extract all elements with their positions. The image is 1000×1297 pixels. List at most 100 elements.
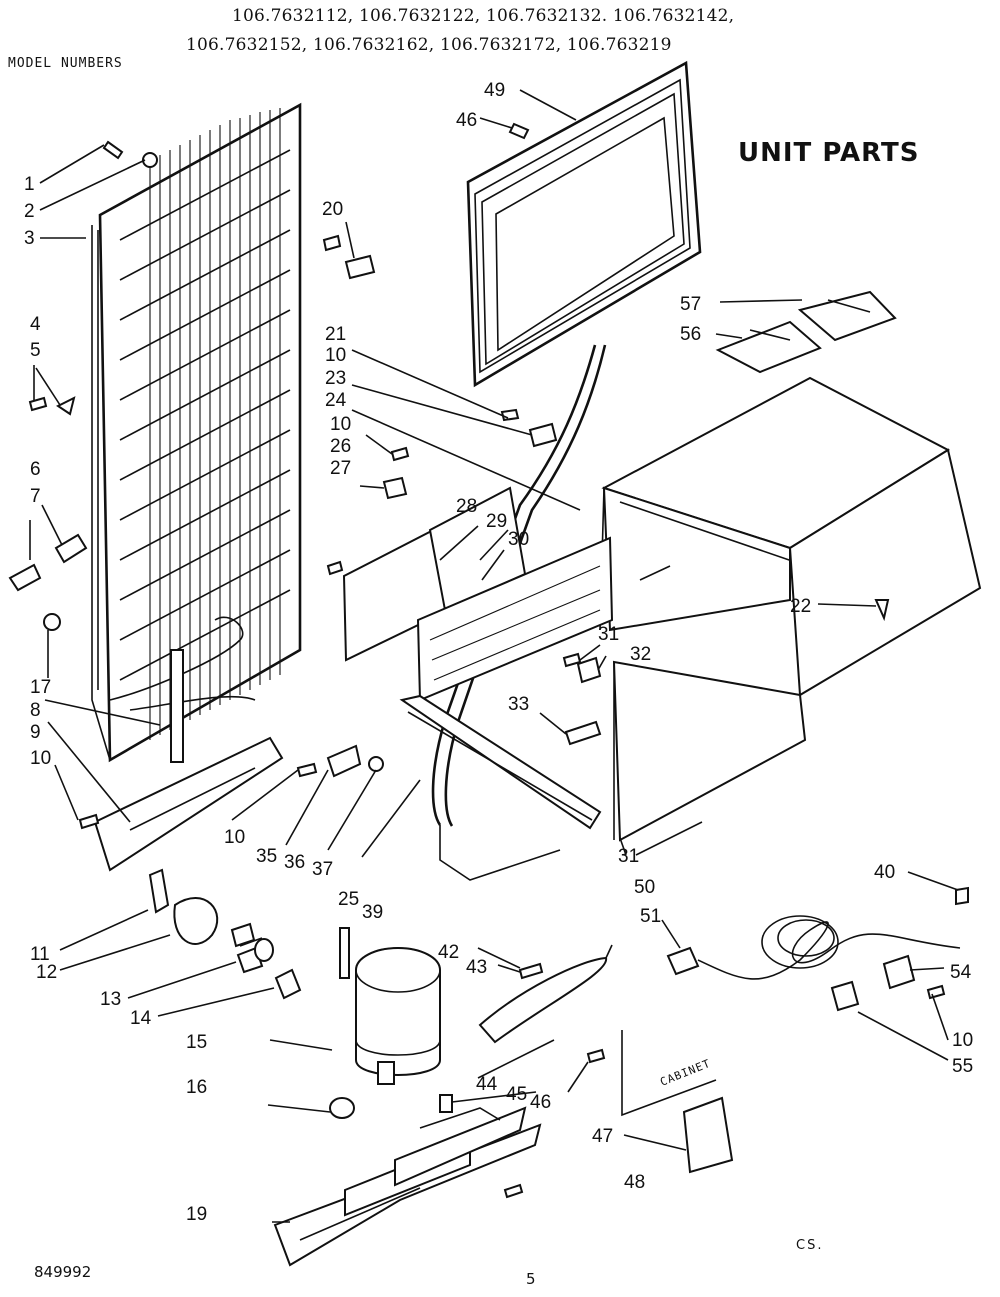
bolt-45 xyxy=(439,1094,453,1113)
callout-57: 57 xyxy=(680,294,701,315)
callout-7: 7 xyxy=(30,486,41,507)
callout-27: 27 xyxy=(330,458,351,479)
callout-33: 33 xyxy=(508,694,529,715)
bracket-24 xyxy=(528,422,558,448)
hinge-cover-56 xyxy=(715,320,822,374)
heater-30 xyxy=(416,486,614,702)
clip-20 xyxy=(344,254,376,280)
screw-29 xyxy=(326,560,344,576)
screw-10b xyxy=(296,762,318,778)
callout-8: 8 xyxy=(30,700,41,721)
callout-30: 30 xyxy=(508,529,529,550)
model-numbers-label: MODEL NUMBERS xyxy=(8,56,123,71)
bracket-32 xyxy=(576,656,602,684)
model-numbers-line-1: 106.7632112, 106.7632122, 106.7632132. 1… xyxy=(232,6,735,26)
callout-16: 16 xyxy=(186,1077,207,1098)
callout-50: 50 xyxy=(634,877,655,898)
bracket-35 xyxy=(326,744,362,778)
bracket-7 xyxy=(54,533,88,564)
callout-39: 39 xyxy=(362,902,383,923)
condenser-coil xyxy=(91,102,302,763)
bracket-6 xyxy=(8,563,42,592)
bracket-54 xyxy=(882,954,916,990)
screw-22 xyxy=(874,599,890,622)
callout-12: 12 xyxy=(36,962,57,983)
callout-56: 56 xyxy=(680,324,701,345)
door-gasket-49 xyxy=(466,60,702,388)
callout-1: 1 xyxy=(24,174,35,195)
screw-26 xyxy=(390,446,410,462)
callout-11: 11 xyxy=(30,944,50,965)
callout-10-a: 10 xyxy=(325,345,346,366)
callout-10-mid: 10 xyxy=(224,827,245,848)
bolt-39 xyxy=(339,927,350,979)
callout-14: 14 xyxy=(130,1008,152,1029)
drier-43 xyxy=(478,944,613,1044)
model-numbers-line-2: 106.7632152, 106.7632162, 106.7632172, 1… xyxy=(186,35,672,55)
condenser-shroud xyxy=(93,736,284,872)
callout-15: 15 xyxy=(186,1032,207,1053)
callout-10-left: 10 xyxy=(30,748,51,769)
leader-lines xyxy=(29,89,959,1223)
cabinet-label: CABINET xyxy=(658,1057,712,1089)
callout-42: 42 xyxy=(438,942,459,963)
hinge-cover-57 xyxy=(797,290,897,342)
washer-16 xyxy=(329,1097,355,1119)
callout-44: 44 xyxy=(476,1074,498,1095)
bracket-27 xyxy=(382,476,408,500)
callout-3: 3 xyxy=(24,228,35,249)
clip-42 xyxy=(518,962,544,980)
callout-51: 51 xyxy=(640,906,661,927)
diagram-title: UNIT PARTS xyxy=(738,138,920,168)
grommet-21 xyxy=(322,234,342,252)
fan-bracket-11 xyxy=(148,868,170,914)
plug-33 xyxy=(564,720,602,746)
corner-mark: CS. xyxy=(796,1238,824,1253)
diagram-code: 849992 xyxy=(34,1263,92,1281)
callout-54: 54 xyxy=(950,962,972,983)
callout-21: 21 xyxy=(325,324,346,345)
page-number: 5 xyxy=(526,1270,536,1288)
screw-31 xyxy=(562,652,582,668)
callout-36: 36 xyxy=(284,852,305,873)
callout-46-top: 46 xyxy=(456,110,477,131)
callout-5: 5 xyxy=(30,340,41,361)
compressor xyxy=(355,947,441,1085)
callout-43: 43 xyxy=(466,957,487,978)
screw-bottom xyxy=(503,1183,524,1199)
callout-32: 32 xyxy=(630,644,651,665)
cabinet-liner xyxy=(599,376,982,842)
callout-20: 20 xyxy=(322,199,343,220)
callout-25: 25 xyxy=(338,889,359,910)
callout-6: 6 xyxy=(30,459,41,480)
clamp-25 xyxy=(230,922,256,948)
callout-24: 24 xyxy=(325,390,347,411)
callout-47: 47 xyxy=(592,1126,613,1147)
screw-4 xyxy=(28,396,48,412)
callout-45: 45 xyxy=(506,1084,527,1105)
clip-5 xyxy=(56,396,76,416)
callout-17: 17 xyxy=(30,677,51,698)
grommet-17 xyxy=(43,613,61,631)
power-cord-51 xyxy=(666,915,961,980)
callout-55: 55 xyxy=(952,1056,973,1077)
leveling-leg-48 xyxy=(682,1096,734,1174)
connector-40 xyxy=(955,886,969,906)
callout-13: 13 xyxy=(100,989,121,1010)
callout-23: 23 xyxy=(325,368,346,389)
callout-46-bottom: 46 xyxy=(530,1092,551,1113)
cabinet-outline xyxy=(621,1030,717,1117)
callout-10-b: 10 xyxy=(330,414,351,435)
callout-26: 26 xyxy=(330,436,351,457)
screw-46 xyxy=(586,1048,606,1064)
bracket-55 xyxy=(830,980,860,1012)
relay-14 xyxy=(274,968,302,1000)
callout-37: 37 xyxy=(312,859,333,880)
callout-28: 28 xyxy=(456,496,477,517)
screw-10a xyxy=(78,813,100,830)
channel-37 xyxy=(399,694,602,830)
callout-9: 9 xyxy=(30,722,41,743)
